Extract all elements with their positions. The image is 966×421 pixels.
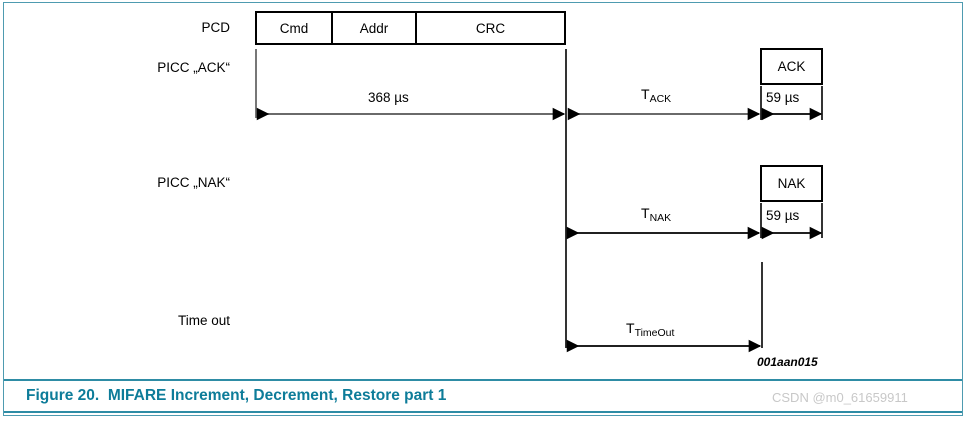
figure-caption-bar: Figure 20. MIFARE Increment, Decrement, …: [4, 379, 962, 413]
measurement-t-timeout: TTimeOut: [626, 320, 675, 339]
frame-field-crc: CRC: [415, 11, 566, 45]
t-ack-symbol: T: [641, 86, 650, 102]
response-box-nak: NAK: [760, 165, 823, 202]
t-timeout-subscript: TimeOut: [634, 327, 675, 339]
figure-caption: Figure 20. MIFARE Increment, Decrement, …: [26, 387, 446, 405]
t-ack-subscript: ACK: [649, 93, 672, 105]
art-code-label: 001aan015: [757, 355, 818, 369]
measurement-nak-duration: 59 µs: [766, 208, 800, 223]
t-nak-symbol: T: [641, 205, 650, 221]
row-label-pcd: PCD: [201, 20, 230, 35]
figure-caption-title: MIFARE Increment, Decrement, Restore par…: [107, 387, 447, 404]
measurement-frame-duration: 368 µs: [368, 90, 409, 105]
measurement-t-ack: TACK: [641, 86, 672, 105]
watermark-label: CSDN @m0_61659911: [772, 390, 908, 405]
frame-field-cmd: Cmd: [255, 11, 333, 45]
measurement-t-nak: TNAK: [641, 205, 672, 224]
row-label-timeout: Time out: [177, 313, 230, 328]
t-timeout-symbol: T: [626, 320, 635, 336]
measurement-ack-duration: 59 µs: [766, 90, 800, 105]
row-label-picc-ack: PICC „ACK“: [157, 60, 230, 75]
t-nak-subscript: NAK: [649, 212, 672, 224]
figure-caption-number: Figure 20.: [26, 387, 100, 404]
response-box-ack: ACK: [760, 48, 823, 85]
row-label-picc-nak: PICC „NAK“: [157, 175, 230, 190]
